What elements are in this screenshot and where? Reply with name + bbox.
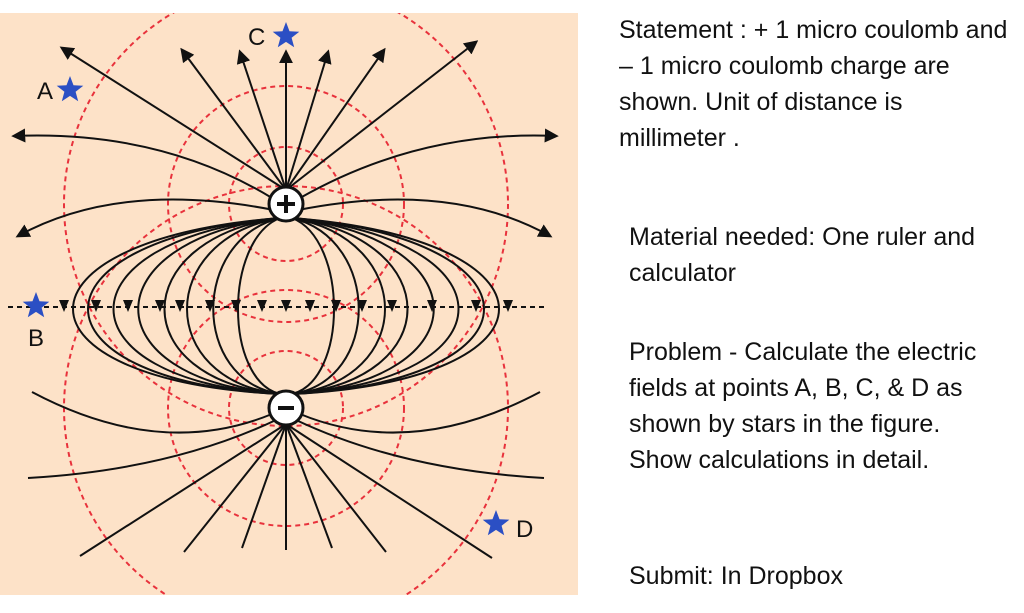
field-diagram: A B C D	[0, 13, 578, 595]
statement-text: Statement : + 1 micro coulomb and – 1 mi…	[619, 16, 1008, 152]
point-a-label: A	[37, 78, 53, 105]
point-b-label: B	[28, 325, 44, 352]
point-b-star	[22, 292, 50, 318]
equipotential-circle-2	[63, 13, 509, 427]
problem-text: Problem - Calculate the electric fields …	[629, 338, 977, 474]
field-line-36	[72, 217, 281, 395]
field-line-26	[186, 217, 281, 395]
point-d-star	[482, 510, 510, 536]
midplane-arrow-3	[155, 300, 165, 312]
midplane-arrow-14	[471, 300, 481, 312]
equipotential-circle-0	[228, 146, 344, 262]
midplane-arrow-5	[205, 300, 215, 312]
field-line-7	[11, 128, 273, 199]
field-line-2	[236, 49, 287, 191]
field-line-30	[137, 217, 281, 395]
midplane-arrow-2	[123, 300, 133, 312]
midplane-arrow-7	[257, 300, 267, 312]
field-line-6	[285, 40, 479, 191]
field-line-35	[291, 217, 485, 395]
field-diagram-svg: A B C D	[8, 13, 559, 595]
midplane-arrow-15	[503, 300, 513, 312]
equipotential-circle-1	[167, 85, 405, 323]
material-text: Material needed: One ruler and calculato…	[629, 223, 976, 287]
field-line-37	[291, 217, 500, 395]
field-line-4	[285, 49, 332, 191]
field-line-8	[299, 128, 559, 199]
midplane-arrow-1	[91, 300, 101, 312]
field-line-23	[291, 217, 335, 395]
midplane-arrow-4	[175, 300, 185, 312]
positive-charge	[267, 185, 305, 223]
midplane-arrow-0	[59, 300, 69, 312]
equipotential-circle-3	[228, 350, 344, 466]
field-line-31	[291, 217, 435, 395]
field-line-25	[291, 217, 360, 395]
field-line-24	[212, 217, 281, 395]
field-line-9	[15, 198, 275, 238]
midplane-arrows	[59, 300, 513, 312]
field-line-29	[291, 217, 409, 395]
field-line-32	[112, 217, 281, 395]
field-line-34	[87, 217, 281, 395]
submit-text: Submit: In Dropbox	[629, 562, 843, 590]
equipotential-circle-4	[167, 289, 405, 527]
field-line-16	[285, 423, 387, 553]
point-c-star	[272, 22, 300, 48]
field-line-0	[59, 46, 287, 191]
field-line-5	[285, 47, 386, 191]
midplane-arrow-9	[305, 300, 315, 312]
midplane-arrow-8	[281, 300, 291, 312]
field-lines	[11, 40, 559, 559]
midplane-arrow-13	[427, 300, 437, 312]
point-d-label: D	[516, 516, 533, 543]
field-line-11	[79, 423, 287, 557]
midplane-arrow-11	[357, 300, 367, 312]
point-a-star	[56, 76, 84, 102]
field-line-22	[237, 217, 281, 395]
point-c-label: C	[248, 24, 265, 51]
field-line-20	[27, 419, 277, 479]
field-line-21	[295, 419, 545, 479]
midplane-arrow-12	[387, 300, 397, 312]
midplane-arrow-6	[231, 300, 241, 312]
field-line-19	[299, 391, 541, 434]
field-line-10	[297, 198, 553, 238]
field-line-1	[180, 47, 287, 191]
field-line-17	[285, 423, 493, 559]
field-line-15	[285, 423, 333, 549]
field-line-12	[183, 423, 287, 553]
field-line-13	[241, 423, 287, 549]
field-line-33	[291, 217, 460, 395]
midplane-arrow-10	[331, 300, 341, 312]
field-line-28	[163, 217, 281, 395]
field-line-27	[291, 217, 386, 395]
negative-charge	[267, 389, 305, 427]
field-line-18	[31, 391, 273, 434]
